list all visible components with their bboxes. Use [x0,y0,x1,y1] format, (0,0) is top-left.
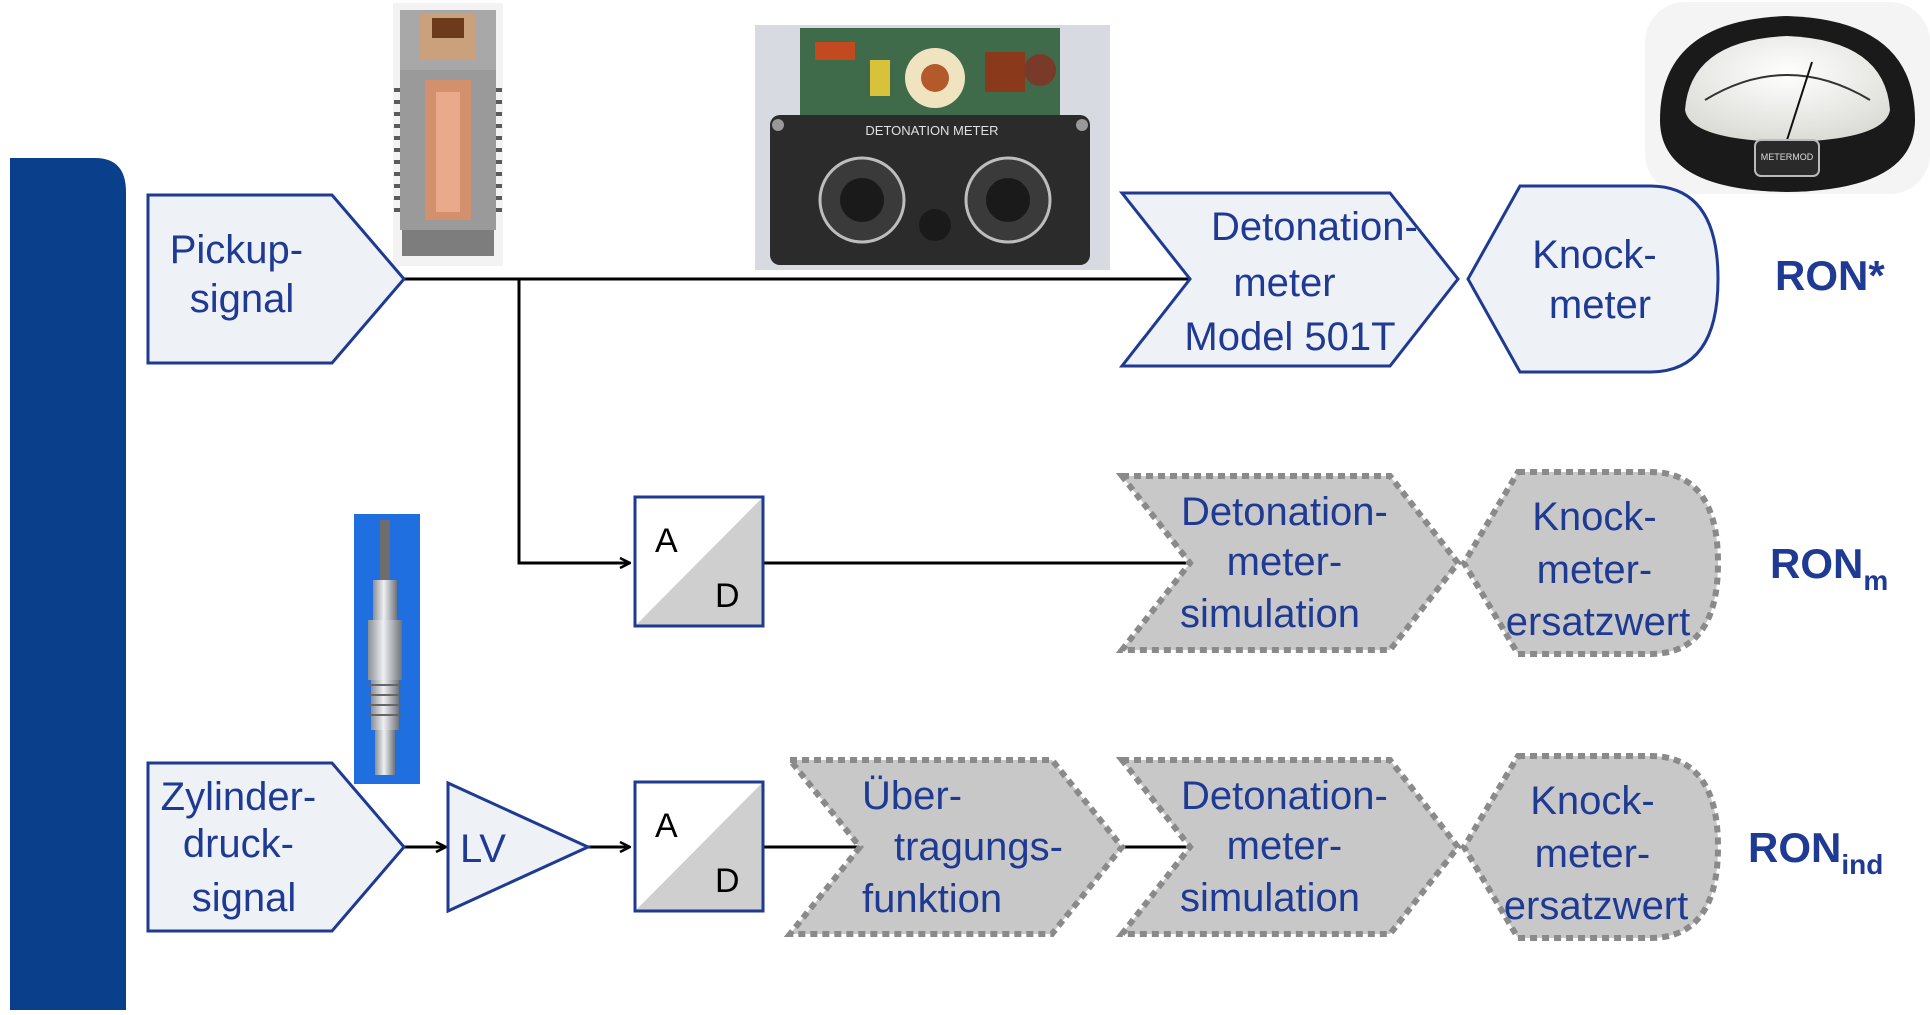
transfer-function-label-1: Über- [862,774,962,818]
ad-converter-2: A D [633,780,765,913]
cylinder-pressure-signal-block: Zylinder- druck- signal [146,761,406,933]
cylinder-signal-label-2: druck- [183,822,294,866]
knockmeter-substitute-block-1: Knock- meter- ersatzwert [1460,469,1722,657]
knock-sub-2-label-1: Knock- [1530,779,1655,823]
detonation-meter-label-3: Model 501T [1184,315,1395,359]
ron-ind-output: RONind [1748,824,1883,880]
detonation-meter-block: Detonation- meter Model 501T [1118,191,1460,368]
pickup-signal-label-1: Pickup- [170,228,303,272]
knock-sub-1-label-1: Knock- [1532,495,1657,539]
amplifier-block: LV [446,780,592,914]
detonation-sim-2-label-3: simulation [1180,876,1360,920]
amplifier-label: LV [460,827,506,871]
knockmeter-gauge-photo: METERMOD [1645,2,1930,194]
pickup-signal-block: Pickup- signal [146,193,406,365]
knock-pickup-sensor-photo [393,3,503,266]
svg-text:Über- tragungs- fu: Über- tragungs- funktion [862,774,1074,921]
ron-star-output: RON* [1775,252,1885,299]
transfer-function-label-2: tragungs- [894,825,1063,869]
transfer-function-label-3: funktion [862,877,1002,921]
ad-converter-2-a: A [655,807,678,845]
detonation-sim-1-label-1: Detonation- [1181,490,1388,534]
pickup-signal-label-2: signal [190,277,295,321]
svg-text:Detonation- meter: Detonation- meter Model 501T [1184,205,1429,359]
detonation-meter-label-2: meter [1233,261,1335,305]
svg-text:DETONATION METER: DETONATION METER [865,123,998,138]
detonation-meter-label-1: Detonation- [1211,205,1418,249]
knock-sub-2-label-2: meter- [1535,832,1651,876]
svg-text:METERMOD: METERMOD [1761,152,1814,162]
ad-converter-2-d: D [715,862,740,900]
detonation-meter-device-photo: DETONATION METER [755,25,1110,270]
cylinder-signal-label-3: signal [192,876,297,920]
detonation-sim-2-label-2: meter- [1227,824,1343,868]
detonation-sim-1-label-2: meter- [1227,540,1343,584]
detonation-meter-simulation-block-2: Detonation- meter- simulation [1115,757,1462,937]
knockmeter-substitute-block-2: Knock- meter- ersatzwert [1460,753,1722,941]
knockmeter-label-2: meter [1549,283,1651,327]
ad-converter-1-a: A [655,522,678,560]
detonation-sim-2-label-1: Detonation- [1181,774,1388,818]
sidebar-bar [10,158,126,1010]
knock-sub-1-label-3: ersatzwert [1506,600,1691,644]
connection-lines [404,279,1198,847]
svg-text:Knock- meter: Knock- meter [1532,233,1668,327]
ad-converter-1-d: D [715,577,740,615]
knockmeter-label-1: Knock- [1532,233,1657,277]
detonation-sim-1-label-3: simulation [1180,592,1360,636]
svg-text:Detonation- meter-: Detonation- meter- simulation [1180,490,1399,636]
detonation-meter-simulation-block-1: Detonation- meter- simulation [1115,473,1462,653]
svg-text:Zylinder- druck- s: Zylinder- druck- signal [161,775,328,920]
svg-text:Detonation- meter-: Detonation- meter- simulation [1180,774,1399,920]
ron-m-output: RONm [1770,540,1888,596]
transfer-function-block: Über- tragungs- funktion [783,757,1126,937]
knock-sub-1-label-2: meter- [1537,548,1653,592]
ad-converter-1: A D [633,495,765,628]
knock-sub-2-label-3: ersatzwert [1504,884,1689,928]
svg-text:Knock- meter- ersa: Knock- meter- ersatzwert [1506,495,1691,644]
knockmeter-block: Knock- meter [1466,184,1720,374]
cylinder-signal-label-1: Zylinder- [161,775,317,819]
cylinder-pressure-sensor-photo [354,514,420,784]
svg-text:Pickup- signal: Pickup- signal [170,228,315,321]
svg-text:Knock- meter- ersa: Knock- meter- ersatzwert [1504,779,1689,928]
